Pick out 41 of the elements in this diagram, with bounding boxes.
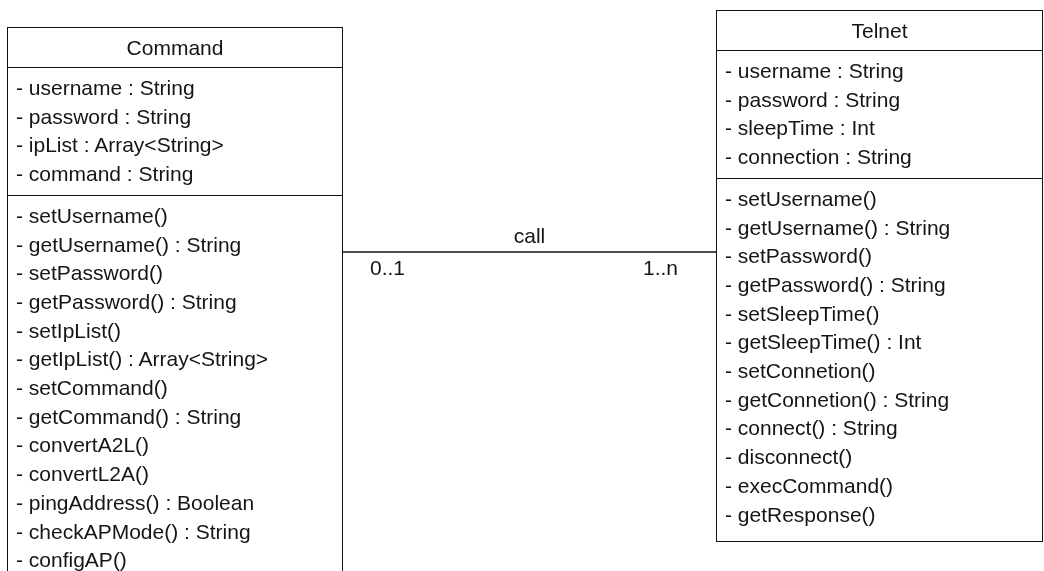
class-member: - setCommand() (16, 375, 169, 402)
class-member: - ipList : Array<String> (16, 132, 225, 159)
class-member: - connection : String (725, 144, 913, 171)
class-member: - getUsername() : String (16, 231, 243, 258)
class-member: - checkAPMode() : String (16, 518, 252, 545)
class-member: - setUsername() (725, 185, 878, 212)
multiplicity-label: 0..1 (370, 256, 406, 280)
class-member: - sleepTime : Int (725, 115, 876, 142)
multiplicity-label: 1..n (643, 256, 679, 280)
class-member: - username : String (16, 75, 196, 101)
class-member: - getSleepTime() : Int (725, 329, 923, 356)
class-member: - getIpList() : Array<String> (16, 346, 270, 373)
class-member: - pingAddress() : Boolean (16, 489, 256, 516)
class-member: - getPassword() : String (16, 288, 238, 315)
class-member: - password : String (16, 103, 193, 130)
class-name: Command (126, 34, 224, 61)
class-box (7, 27, 343, 571)
class-member: - setIpList() (16, 317, 123, 344)
class-box (716, 10, 1043, 542)
class-member: - execCommand() (725, 472, 895, 499)
class-member: - getConnetion() : String (725, 386, 951, 413)
class-member: - convertA2L() (16, 432, 151, 459)
class-member: - setSleepTime() (725, 300, 881, 327)
class-member: - setUsername() (16, 202, 169, 229)
class-member: - convertL2A() (16, 461, 151, 488)
class-member: - setPassword() (16, 260, 165, 287)
class-member: - getResponse() (725, 501, 877, 528)
class-name: Telnet (851, 17, 908, 44)
class-member: - command : String (16, 161, 195, 188)
class-member: - setPassword() (725, 243, 874, 270)
class-member: - getCommand() : String (16, 403, 243, 430)
class-member: - disconnect() (725, 444, 854, 471)
class-member: - connect() : String (725, 415, 899, 442)
class-member: - username : String (725, 58, 905, 84)
edge-label: call (513, 224, 546, 248)
class-member: - configAP() (16, 547, 128, 571)
class-member: - setConnetion() (725, 358, 877, 385)
class-member: - password : String (725, 86, 902, 113)
class-member: - getUsername() : String (725, 214, 952, 241)
class-member: - getPassword() : String (725, 271, 947, 298)
association-line (342, 251, 717, 253)
